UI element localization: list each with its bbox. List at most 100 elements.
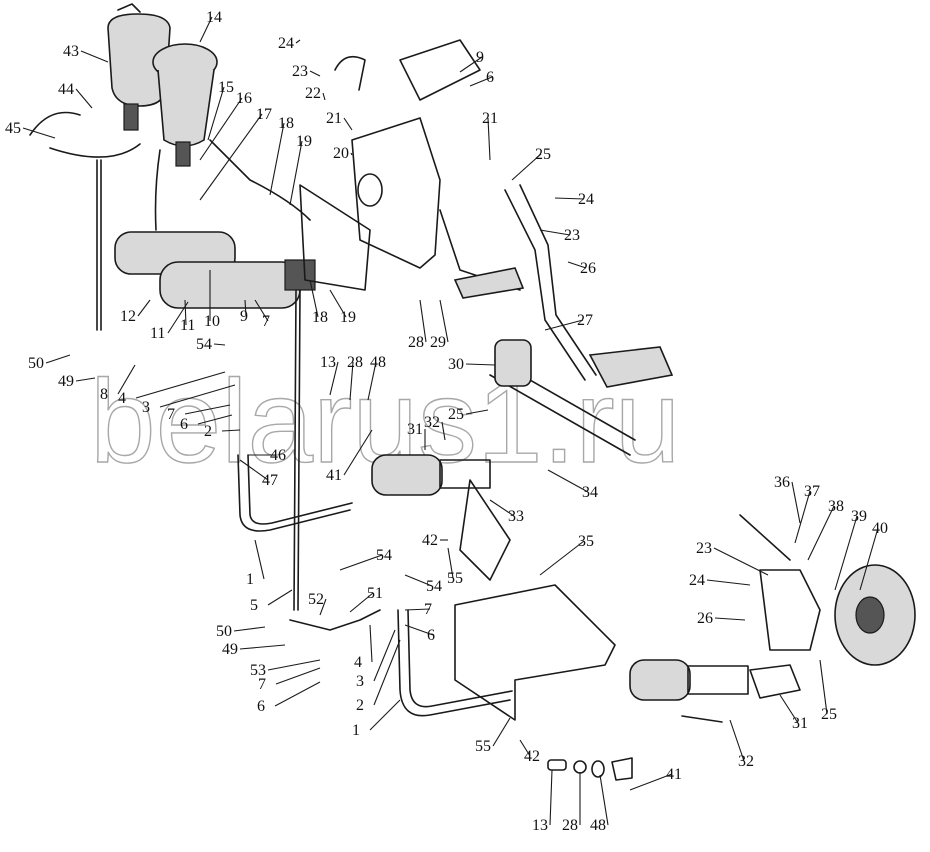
part-number-label: 48 bbox=[590, 817, 606, 834]
part-number-label: 6 bbox=[257, 698, 265, 715]
leader-line bbox=[373, 629, 396, 682]
part-number-label: 20 bbox=[333, 145, 349, 162]
leader-line bbox=[75, 377, 96, 382]
leader-line bbox=[713, 547, 769, 576]
part-number-label: 40 bbox=[872, 520, 888, 537]
part-number-label: 49 bbox=[58, 373, 74, 390]
part-number-label: 9 bbox=[476, 49, 484, 66]
part-number-label: 2 bbox=[204, 423, 212, 440]
part-number-label: 7 bbox=[262, 313, 270, 330]
part-number-label: 52 bbox=[308, 591, 324, 608]
leader-line bbox=[779, 694, 799, 724]
lower-slave-cylinder-31 bbox=[629, 659, 801, 701]
part-number-label: 34 bbox=[582, 484, 598, 501]
leader-line bbox=[267, 589, 293, 606]
leader-line bbox=[794, 490, 811, 544]
part-number-label: 24 bbox=[578, 191, 594, 208]
part-number-label: 23 bbox=[292, 63, 308, 80]
part-number-label: 50 bbox=[28, 355, 44, 372]
part-number-label: 28 bbox=[347, 354, 363, 371]
part-number-label: 54 bbox=[376, 547, 392, 564]
leader-line bbox=[547, 469, 589, 493]
part-number-label: 13 bbox=[532, 817, 548, 834]
leader-line bbox=[275, 667, 321, 685]
part-number-label: 7 bbox=[424, 601, 432, 618]
leader-line bbox=[549, 769, 553, 826]
part-number-label: 54 bbox=[196, 336, 212, 353]
hose-1-upper bbox=[237, 454, 353, 532]
leader-line bbox=[309, 70, 321, 77]
slave-cylinder-31 bbox=[371, 454, 511, 581]
leader-line bbox=[199, 16, 213, 43]
part-number-label: 25 bbox=[448, 406, 464, 423]
leader-line bbox=[239, 459, 269, 481]
leader-line bbox=[184, 299, 187, 326]
leader-line bbox=[465, 363, 496, 366]
part-number-label: 6 bbox=[486, 69, 494, 86]
leader-line bbox=[819, 659, 828, 715]
rod-5 bbox=[293, 289, 301, 611]
leader-line bbox=[859, 527, 879, 591]
part-number-label: 54 bbox=[426, 578, 442, 595]
part-number-label: 15 bbox=[218, 79, 234, 96]
leader-line bbox=[45, 354, 71, 364]
part-number-label: 46 bbox=[270, 447, 286, 464]
part-number-label: 6 bbox=[180, 416, 188, 433]
part-number-label: 28 bbox=[408, 334, 424, 351]
part-number-label: 18 bbox=[278, 115, 294, 132]
part-number-label: 21 bbox=[482, 110, 498, 127]
leader-line bbox=[404, 624, 434, 636]
part-number-label: 9 bbox=[240, 308, 248, 325]
leader-line bbox=[159, 384, 236, 408]
part-number-label: 55 bbox=[447, 570, 463, 587]
bracket-35 bbox=[454, 584, 616, 721]
leader-line bbox=[447, 547, 454, 579]
pin-parts-lower bbox=[547, 715, 723, 781]
leader-line bbox=[207, 86, 225, 141]
leader-line bbox=[137, 299, 151, 317]
leader-line bbox=[834, 515, 858, 591]
leader-line bbox=[239, 644, 286, 650]
part-number-label: 11 bbox=[150, 325, 165, 342]
leader-line bbox=[274, 681, 321, 707]
leader-line bbox=[267, 659, 321, 671]
part-number-label: 4 bbox=[354, 654, 362, 671]
part-number-label: 53 bbox=[250, 662, 266, 679]
part-number-label: 35 bbox=[578, 533, 594, 550]
part-number-label: 14 bbox=[206, 9, 222, 26]
part-number-label: 3 bbox=[356, 673, 364, 690]
part-number-label: 50 bbox=[216, 623, 232, 640]
leader-line bbox=[706, 579, 751, 586]
shaft-30 bbox=[489, 339, 636, 456]
part-number-label: 6 bbox=[427, 627, 435, 644]
part-number-label: 24 bbox=[689, 572, 705, 589]
leader-line bbox=[199, 113, 263, 201]
part-number-label: 4 bbox=[118, 390, 126, 407]
part-number-label: 18 bbox=[312, 309, 328, 326]
leader-line bbox=[233, 626, 266, 632]
master-cylinders-12 bbox=[114, 231, 316, 309]
leader-line bbox=[487, 117, 491, 161]
leader-line bbox=[492, 717, 511, 747]
leader-line bbox=[350, 152, 353, 156]
leader-line bbox=[465, 409, 489, 415]
leader-line bbox=[554, 197, 585, 200]
part-number-label: 42 bbox=[524, 748, 540, 765]
leader-line bbox=[329, 361, 339, 396]
leader-line bbox=[117, 364, 136, 395]
part-number-label: 31 bbox=[792, 715, 808, 732]
part-number-label: 39 bbox=[851, 508, 867, 525]
part-number-label: 43 bbox=[63, 43, 79, 60]
leader-line bbox=[322, 92, 326, 101]
leader-line bbox=[184, 404, 231, 415]
support-40 bbox=[739, 514, 916, 666]
leader-line bbox=[807, 505, 835, 561]
part-number-label: 44 bbox=[58, 81, 74, 98]
part-number-label: 45 bbox=[5, 120, 21, 137]
part-number-label: 1 bbox=[352, 722, 360, 739]
hoses-top bbox=[29, 111, 311, 331]
part-number-label: 51 bbox=[367, 585, 383, 602]
leader-line bbox=[489, 499, 515, 517]
